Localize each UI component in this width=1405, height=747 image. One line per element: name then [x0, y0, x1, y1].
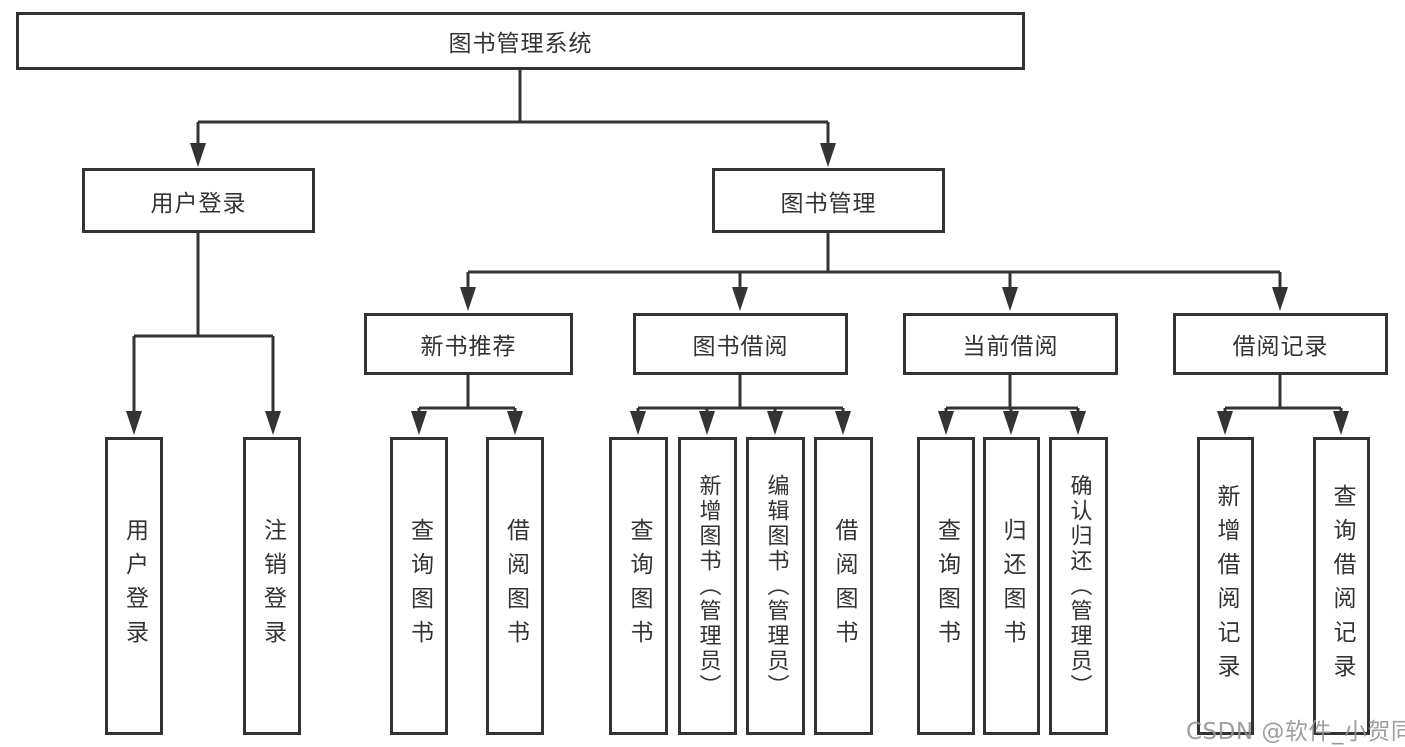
csdn-watermark: CSDN @软件_小贺同学: [1186, 719, 1405, 745]
node-label: 查询借阅记录: [1329, 484, 1355, 688]
node-edit-book-admin: 编辑图书（管理员）: [746, 437, 805, 735]
node-return-books: 归还图书: [983, 437, 1040, 735]
arrowhead-icon: [1003, 411, 1019, 435]
node-label: 新增图书（管理员）: [695, 473, 721, 699]
arrowhead-icon: [1070, 411, 1086, 435]
arrowhead-icon: [699, 411, 715, 435]
node-label: 编辑图书（管理员）: [763, 473, 789, 699]
node-new-book-recommend: 新书推荐: [364, 313, 573, 375]
arrowhead-icon: [265, 411, 281, 435]
node-borrowing-records: 借阅记录: [1173, 313, 1388, 375]
node-label: 借阅图书: [502, 518, 529, 654]
node-logout-login: 注销登录: [243, 437, 301, 735]
arrowhead-icon: [460, 287, 476, 311]
node-book-management: 图书管理: [712, 168, 945, 233]
arrowhead-icon: [126, 411, 142, 435]
arrowhead-icon: [507, 411, 523, 435]
node-user-login: 用户登录: [82, 168, 315, 233]
node-label: 新增借阅记录: [1213, 484, 1239, 688]
node-label: 确认归还（管理员）: [1066, 473, 1092, 699]
node-library-management-system: 图书管理系统: [16, 12, 1025, 70]
node-label: 用户登录: [121, 518, 148, 654]
arrowheads: [126, 143, 1349, 435]
node-current-borrowing: 当前借阅: [903, 313, 1118, 375]
arrowhead-icon: [820, 143, 836, 167]
node-query-books-borrowing: 查询图书: [609, 437, 668, 735]
arrowhead-icon: [835, 411, 851, 435]
node-book-borrowing: 图书借阅: [633, 313, 848, 375]
node-add-book-admin: 新增图书（管理员）: [678, 437, 737, 735]
node-borrow-books-recommend: 借阅图书: [486, 437, 544, 735]
node-label: 查询图书: [406, 518, 433, 654]
node-query-books-current: 查询图书: [917, 437, 975, 735]
arrowhead-icon: [1333, 411, 1349, 435]
node-label: 注销登录: [259, 518, 286, 654]
node-label: 查询图书: [626, 518, 652, 654]
node-query-books-recommend: 查询图书: [390, 437, 448, 735]
node-label: 借阅图书: [831, 518, 857, 654]
node-label: 归还图书: [999, 518, 1025, 654]
node-add-borrow-record: 新增借阅记录: [1197, 437, 1254, 735]
node-borrow-books-borrowing: 借阅图书: [814, 437, 873, 735]
node-label: 查询图书: [933, 518, 960, 654]
arrowhead-icon: [1272, 287, 1288, 311]
arrowhead-icon: [938, 411, 954, 435]
node-user-login-leaf: 用户登录: [105, 437, 163, 735]
arrowhead-icon: [732, 287, 748, 311]
arrowhead-icon: [1002, 287, 1018, 311]
node-confirm-return-admin: 确认归还（管理员）: [1049, 437, 1108, 735]
arrowhead-icon: [411, 411, 427, 435]
node-query-borrow-record: 查询借阅记录: [1313, 437, 1370, 735]
arrowhead-icon: [190, 143, 206, 167]
arrowhead-icon: [767, 411, 783, 435]
arrowhead-icon: [630, 411, 646, 435]
arrowhead-icon: [1217, 411, 1233, 435]
